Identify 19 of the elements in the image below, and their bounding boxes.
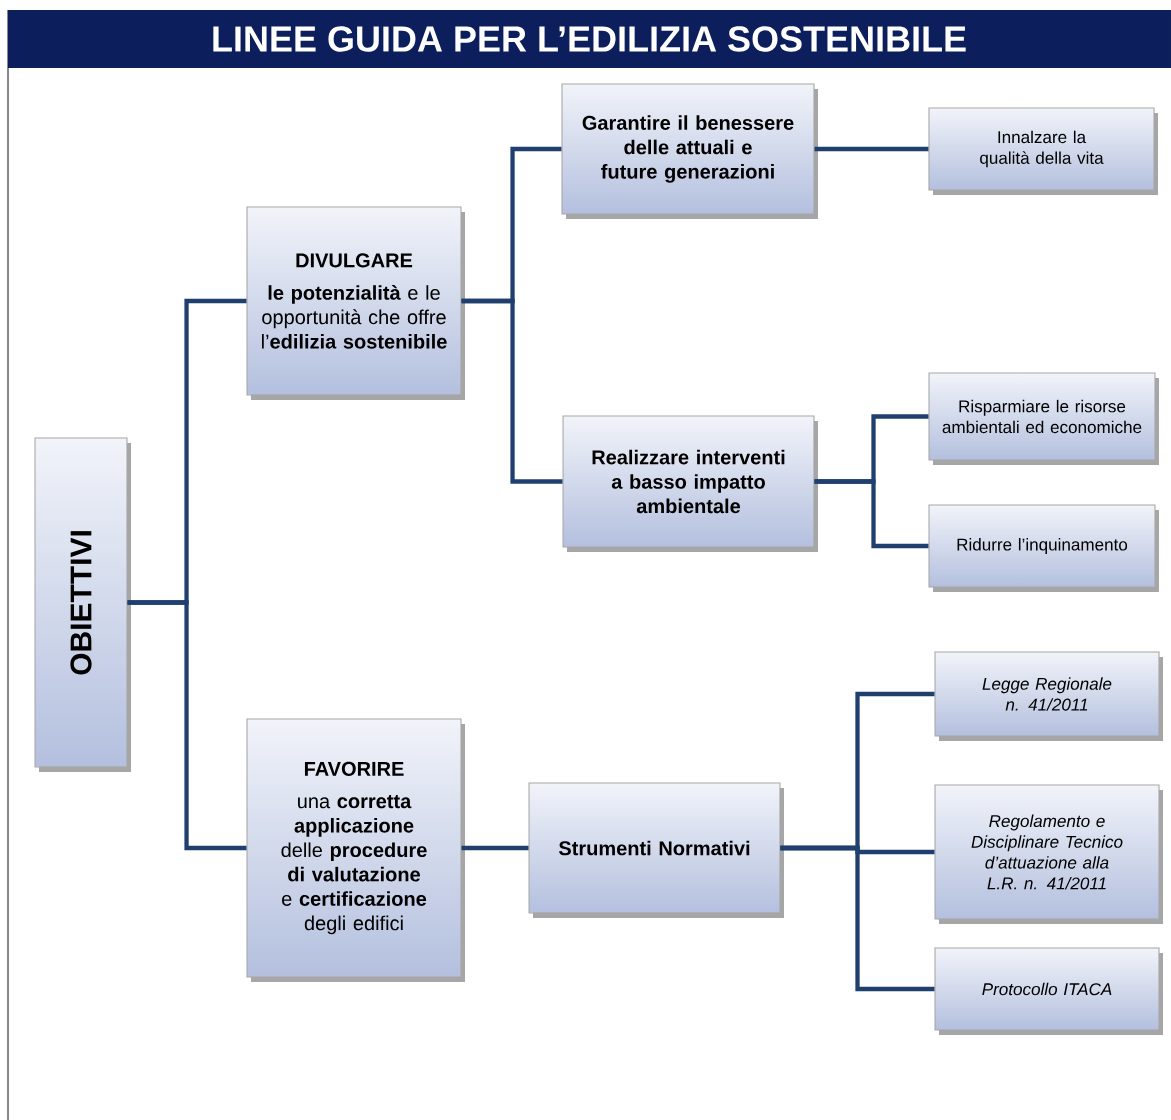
connector-line (461, 845, 529, 851)
goal-box: Legge Regionale n. 41/2011 (934, 651, 1163, 741)
goal-box: Innalzare la qualità della vita (928, 107, 1158, 195)
goal-box: Ridurre l’inquinamento (928, 504, 1159, 592)
goal-box: Realizzare interventi a basso impatto ambientale (562, 415, 818, 552)
connector-line (127, 600, 247, 851)
title-bar: LINEE GUIDA PER L’EDILIZIA SOSTENIBILE (8, 10, 1171, 68)
goal-box: Protocollo ITACA (934, 947, 1163, 1035)
goal-box: Garantire il benessere delle attuali e future generazioni (561, 83, 818, 219)
connector-line (814, 146, 929, 152)
goal-box: DIVULGARE le potenzialità e le opportunità che offre l’edilizia sostenibile (246, 206, 465, 400)
connector-line (780, 845, 935, 992)
goal-box: Strumenti Normativi (528, 782, 784, 918)
objective-box: OBIETTIVI (34, 437, 131, 772)
connector-line (461, 298, 563, 484)
goal-box: Regolamento e Disciplinare Tecnico d’attuazione alla L.R. n. 41/2011 (934, 784, 1163, 924)
goal-box: FAVORIRE una corretta applicazione delle procedure di valutazione e certificazione degli edifici (246, 718, 465, 982)
connector-line (814, 479, 929, 549)
goal-box: Risparmiare le risorse ambientali ed economiche (928, 372, 1159, 465)
